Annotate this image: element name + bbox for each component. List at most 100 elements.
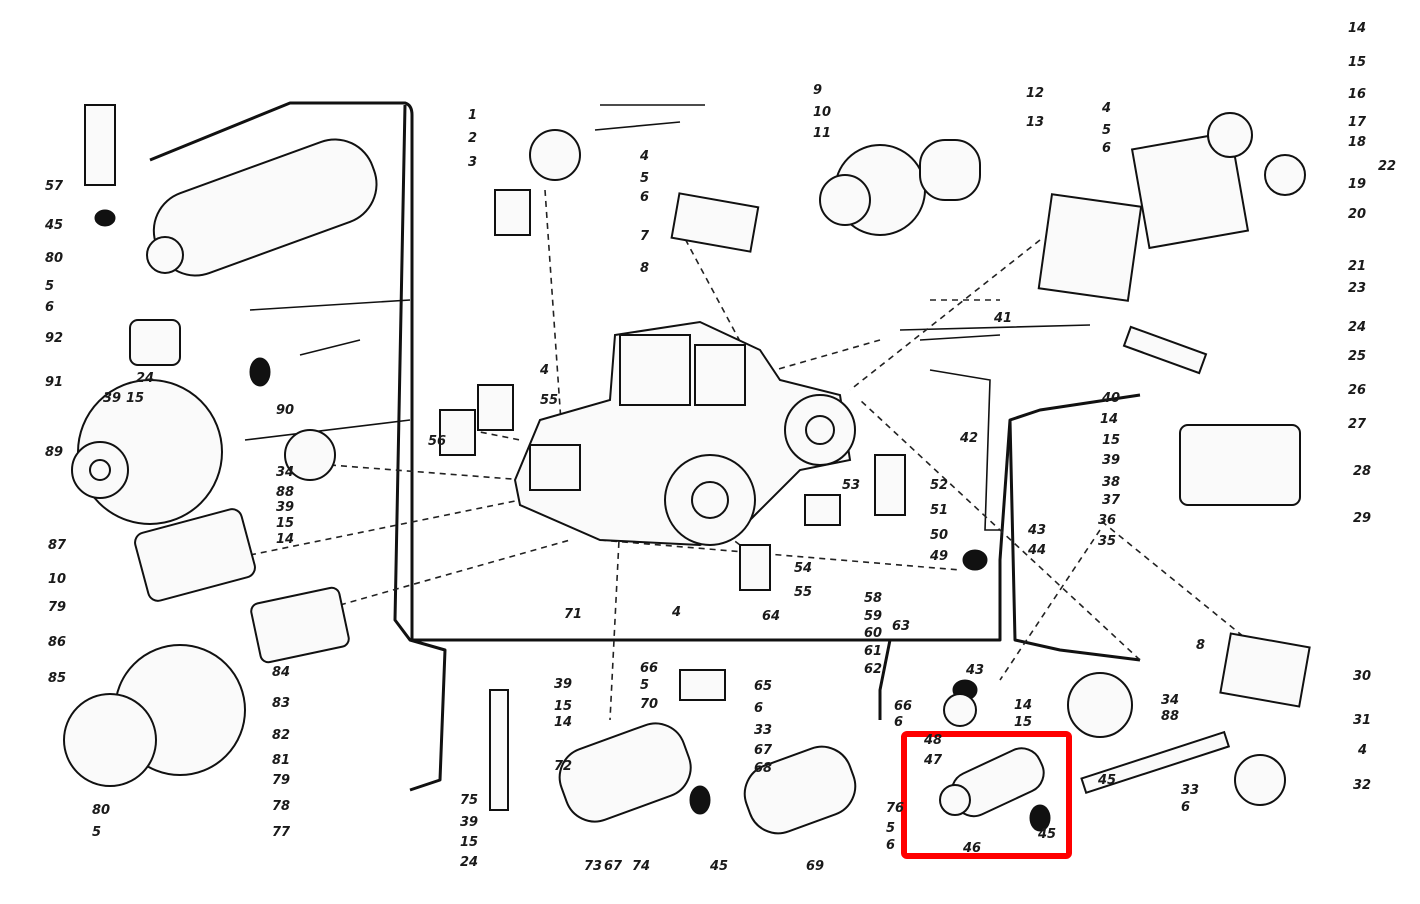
callout-label: 85 [48, 671, 66, 686]
callout-label: 74 [632, 859, 650, 874]
callout-label: 5 [640, 678, 649, 693]
callout-label: 15 [554, 699, 572, 714]
callout-label: 52 [930, 478, 948, 493]
callout-label: 67 [604, 859, 623, 874]
bulb-45-left [94, 209, 116, 227]
callout-label: 5 [92, 825, 101, 840]
callout-label: 6 [1181, 800, 1190, 815]
callout-label: 92 [45, 331, 63, 346]
callout-label: 24 [460, 855, 478, 870]
callout-label: 3 [468, 155, 477, 170]
alternator [71, 379, 223, 525]
callout-label: 54 [794, 561, 812, 576]
strip-31 [1080, 730, 1231, 795]
callout-label: 5 [1102, 123, 1111, 138]
callout-label: 25 [1348, 349, 1366, 364]
coil-69 [743, 745, 857, 835]
callout-label: 79 [48, 600, 66, 615]
callout-label: 88 [276, 485, 294, 500]
callout-label: 77 [272, 825, 291, 840]
callout-label: 15 [1014, 715, 1032, 730]
harness-branch-lower [878, 639, 892, 720]
callout-label: 5 [45, 279, 54, 294]
callout-label: 10 [813, 105, 831, 120]
callout-label: 43 [1027, 523, 1046, 538]
harness-branch-right [1008, 419, 1141, 662]
wire-bundle-top [244, 104, 705, 441]
callout-label: 55 [540, 393, 558, 408]
callout-label: 90 [276, 403, 294, 418]
callout-label: 53 [842, 478, 860, 493]
highlighted-motor-46 [939, 693, 1051, 832]
callout-label: 49 [929, 549, 948, 564]
callout-label: 71 [564, 607, 582, 622]
callout-label: 17 [1348, 115, 1367, 130]
relay-box-21 [1037, 193, 1143, 302]
pump-motor-13 [819, 139, 981, 236]
callout-label: 65 [754, 679, 772, 694]
callout-label: 45 [1037, 827, 1056, 842]
callout-label: 22 [1378, 159, 1396, 174]
gasket-56 [439, 409, 476, 456]
callout-label: 78 [272, 799, 290, 814]
fan-34 [1067, 672, 1133, 738]
bulb-43 [962, 549, 988, 571]
terminal-strip-27 [1122, 325, 1208, 375]
callout-label: 6 [45, 300, 54, 315]
callout-label: 15 [1102, 433, 1120, 448]
callout-label: 28 [1353, 464, 1371, 479]
callout-label: 63 [892, 619, 910, 634]
headlight [63, 644, 246, 787]
callout-label: 43 [965, 663, 984, 678]
callout-label: 89 [45, 445, 63, 460]
relay-70 [679, 669, 726, 701]
callout-label: 48 [923, 733, 942, 748]
callout-label: 41 [993, 311, 1012, 326]
callout-label: 4 [1101, 101, 1111, 116]
highlight-box [901, 731, 1072, 859]
callout-label: 23 [1348, 281, 1366, 296]
callout-label: 9 [813, 83, 822, 98]
callout-label: 6 [754, 701, 763, 716]
callout-label: 24 [1348, 320, 1366, 335]
callout-label: 76 [886, 801, 904, 816]
bulb-90 [249, 357, 271, 387]
callout-label: 20 [1348, 207, 1366, 222]
callout-label: 26 [1348, 383, 1366, 398]
callout-label: 33 [1181, 783, 1199, 798]
callout-label: 4 [1357, 743, 1367, 758]
callout-label: 45 [709, 859, 728, 874]
side-light-86 [250, 586, 350, 664]
callout-label: 6 [894, 715, 903, 730]
tractor-body [513, 320, 856, 547]
callout-label: 14 [1100, 412, 1118, 427]
callout-label: 27 [1348, 417, 1367, 432]
callout-label: 47 [923, 753, 943, 768]
callout-label: 80 [92, 803, 110, 818]
callout-label: 11 [813, 126, 831, 141]
callout-label: 21 [1348, 259, 1366, 274]
callout-label: 45 [44, 218, 63, 233]
callout-label: 14 [1014, 698, 1032, 713]
callout-label: 87 [48, 538, 67, 553]
horn [529, 129, 581, 181]
callout-label: 57 [45, 179, 64, 194]
callout-label: 34 [1161, 693, 1179, 708]
callout-label: 50 [930, 528, 948, 543]
callout-label: 62 [864, 662, 882, 677]
callout-label: 58 [864, 591, 882, 606]
callout-label: 13 [1026, 115, 1044, 130]
lamp-30 [1219, 632, 1311, 708]
panel-20 [1130, 130, 1250, 250]
callout-label: 14 [554, 715, 572, 730]
callout-label: 5 [886, 821, 895, 836]
callout-label: 39 [554, 677, 572, 692]
callout-label: 55 [794, 585, 812, 600]
callout-label: 68 [754, 761, 772, 776]
callout-label: 4 [671, 605, 681, 620]
callout-label: 32 [1353, 778, 1371, 793]
callout-label: 66 [894, 699, 912, 714]
wire-bundle-41 [899, 324, 1091, 531]
